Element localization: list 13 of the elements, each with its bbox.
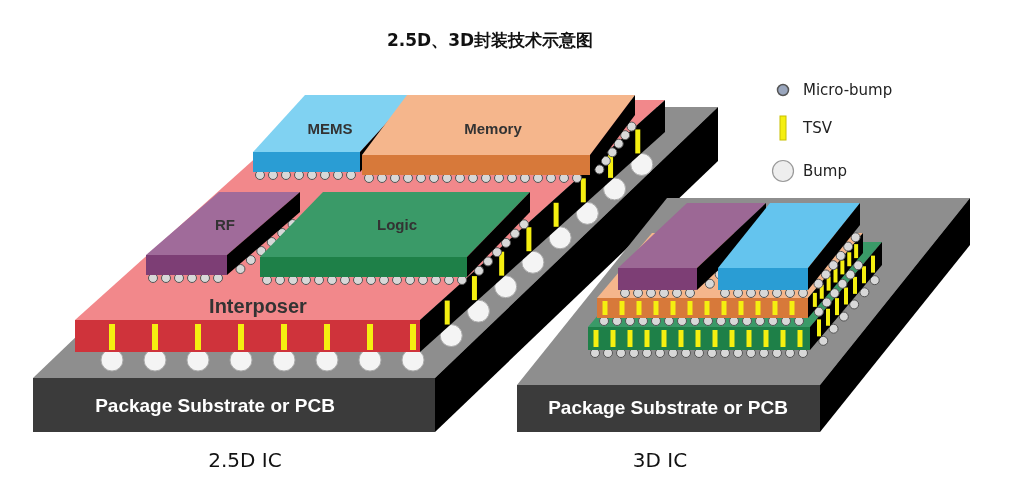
chip-label: Package Substrate or PCB <box>548 397 788 419</box>
package-type-label: 3D IC <box>632 448 688 472</box>
chip-label: RF <box>215 215 235 233</box>
chip-label: Package Substrate or PCB <box>95 395 335 417</box>
legend-label: Micro-bump <box>803 81 893 99</box>
legend-label: TSV <box>803 119 832 137</box>
package-type-label: 2.5D IC <box>208 448 282 472</box>
legend-label: Bump <box>803 162 847 180</box>
chip-label: MEMS <box>307 119 353 137</box>
chip-label: Interposer <box>209 294 307 318</box>
title: 2.5D、3D封装技术示意图 <box>386 28 594 52</box>
chip-label: Logic <box>377 215 417 233</box>
chip-label: Memory <box>464 119 522 137</box>
